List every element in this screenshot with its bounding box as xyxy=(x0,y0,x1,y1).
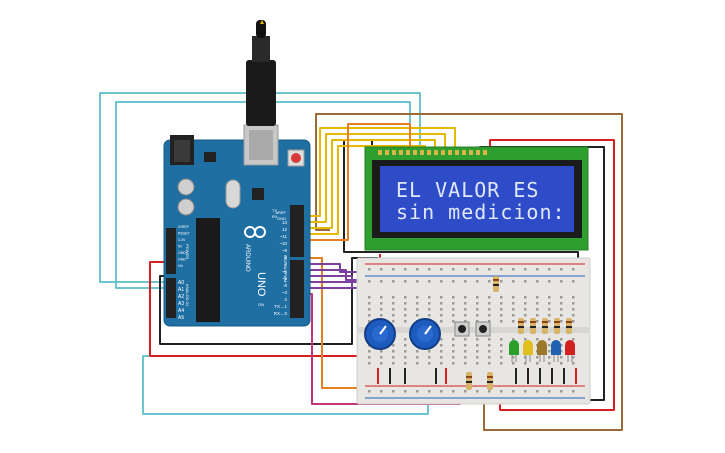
analog-label: ANALOG IN xyxy=(185,284,190,306)
digital-pin-label: 7 xyxy=(284,262,287,267)
wire-yellow-3[interactable] xyxy=(304,139,436,229)
lcd-pin[interactable] xyxy=(427,150,431,155)
breadboard-red-jumpers xyxy=(377,368,577,384)
analog-pin-label: A3 xyxy=(178,301,184,307)
led-row xyxy=(509,340,575,362)
lcd-pin[interactable] xyxy=(476,150,480,155)
wire-brown-outer[interactable] xyxy=(315,113,623,431)
lcd-pin[interactable] xyxy=(441,150,445,155)
lcd-pin[interactable] xyxy=(399,150,403,155)
analog-pin-label: A0 xyxy=(178,280,184,286)
lcd-pin[interactable] xyxy=(455,150,459,155)
digital-pin-label: 8 xyxy=(284,255,287,260)
digital-label: DIGITAL (PWM~) xyxy=(283,255,288,287)
led-resistors xyxy=(518,318,572,334)
aref-label: AREF xyxy=(275,210,286,215)
wire-yellow-2[interactable] xyxy=(304,133,446,223)
power-pin-label: Vin xyxy=(178,264,183,268)
tx-label: TX xyxy=(272,208,277,213)
analog-pin-label: A2 xyxy=(178,294,184,300)
digital-pin-label: RX←0 xyxy=(274,311,288,316)
wire-black-gnd[interactable] xyxy=(159,257,378,345)
wire-yellow-1[interactable] xyxy=(304,127,456,217)
gnd-label: GND xyxy=(277,216,286,221)
breadboard[interactable] xyxy=(356,257,591,405)
lcd-line-2: sin medicion: xyxy=(396,200,566,224)
led-blue[interactable] xyxy=(551,340,561,362)
digital-pin-label: 12 xyxy=(282,227,288,232)
lcd-pin[interactable] xyxy=(378,150,382,155)
resistor-button-2[interactable] xyxy=(487,372,493,390)
resistor-led[interactable] xyxy=(554,318,560,334)
lcd-pin[interactable] xyxy=(434,150,438,155)
lcd-line-1: EL VALOR ES xyxy=(396,178,539,202)
analog-pin-label: A1 xyxy=(178,287,184,293)
power-pin-label: GND xyxy=(178,258,186,262)
push-button-1[interactable] xyxy=(454,321,470,337)
analog-pin-label: A4 xyxy=(178,308,184,314)
digital-pin-label: 13 xyxy=(282,220,288,225)
power-pin-label: RESET xyxy=(178,232,191,236)
lcd-pin[interactable] xyxy=(469,150,473,155)
usb-cable[interactable] xyxy=(246,20,276,126)
digital-pin-label: 4 xyxy=(284,283,287,288)
wire-orange-1[interactable] xyxy=(304,123,411,241)
digital-pin-label: ~11 xyxy=(280,234,288,239)
potentiometer-2[interactable] xyxy=(409,318,441,350)
led-orange[interactable] xyxy=(537,340,547,362)
on-label: ON xyxy=(258,302,264,307)
lcd-screen xyxy=(380,166,574,232)
power-pin-label: 3.3V xyxy=(178,238,186,242)
lcd-pin[interactable] xyxy=(483,150,487,155)
lcd-pin[interactable] xyxy=(420,150,424,155)
arduino-logo xyxy=(244,226,266,238)
power-pin-label: 5V xyxy=(178,245,183,249)
led-yellow[interactable] xyxy=(523,340,533,362)
resistor-led[interactable] xyxy=(518,318,524,334)
arduino-pin-labels: 13 12 ~11 ~10 ~9 8 7 ~6 ~5 4 ~3 2TX→1RX←0 A0A1A2A3A4… xyxy=(178,220,287,321)
wire-black-top[interactable] xyxy=(343,139,579,268)
lcd-pin[interactable] xyxy=(448,150,452,155)
breadboard-jumpers xyxy=(389,368,565,384)
resistor-led[interactable] xyxy=(530,318,536,334)
digital-pin-label: TX→1 xyxy=(274,304,287,309)
wire-cyan-2[interactable] xyxy=(115,101,411,289)
digital-pin-label: ~3 xyxy=(282,290,288,295)
lcd-pin[interactable] xyxy=(385,150,389,155)
arduino-brand: ARDUINO xyxy=(244,244,250,272)
reset-button[interactable] xyxy=(291,153,301,163)
lcd-pin[interactable] xyxy=(392,150,396,155)
push-button-2[interactable] xyxy=(475,321,491,337)
lcd-pin[interactable] xyxy=(462,150,466,155)
lcd-header-pins xyxy=(378,150,487,155)
digital-pin-label: ~9 xyxy=(282,248,288,253)
digital-pin-label: ~5 xyxy=(282,276,288,281)
digital-pin-label: ~10 xyxy=(279,241,287,246)
power-label: POWER xyxy=(185,244,190,259)
lcd-pin[interactable] xyxy=(406,150,410,155)
resistor-top[interactable] xyxy=(493,276,499,292)
led-red[interactable] xyxy=(565,340,575,362)
led-green[interactable] xyxy=(509,340,519,362)
resistor-led[interactable] xyxy=(542,318,548,334)
lcd-pin[interactable] xyxy=(413,150,417,155)
potentiometer-1[interactable] xyxy=(364,318,396,350)
digital-pin-label: 2 xyxy=(284,297,287,302)
power-pin-label: IOREF xyxy=(178,225,190,229)
arduino-board[interactable]: ARDUINO UNO AREF GND DIGITAL (PWM~) POWE… xyxy=(163,124,311,327)
digital-pin-label: ~6 xyxy=(282,269,288,274)
resistor-button-1[interactable] xyxy=(466,372,472,390)
rx-label: RX xyxy=(272,214,278,219)
wire-cyan-1[interactable] xyxy=(99,92,421,283)
analog-pin-label: A5 xyxy=(178,315,184,321)
arduino-model: UNO xyxy=(255,272,267,297)
lcd-module[interactable]: EL VALOR ES sin medicion: xyxy=(364,146,589,251)
power-pin-label: GND xyxy=(178,251,186,255)
resistor-led[interactable] xyxy=(566,318,572,334)
